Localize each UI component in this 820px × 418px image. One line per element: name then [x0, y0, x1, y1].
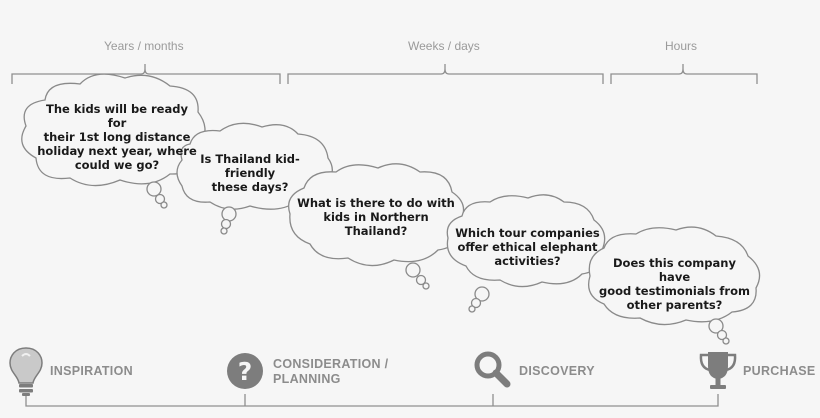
thought-cloud-3 [287, 163, 465, 290]
thought-text-1: The kids will be ready for their 1st lon… [37, 102, 197, 172]
hours-bracket [610, 64, 758, 84]
magnifier-icon [474, 351, 511, 388]
trophy-icon [699, 352, 737, 389]
stage-label-purchase: PURCHASE [743, 364, 816, 378]
timeframe-label-hours: Hours [665, 39, 698, 53]
thought-text-2: Is Thailand kid-friendly these days? [200, 152, 300, 194]
thought-text-4: Which tour companies offer ethical eleph… [455, 226, 600, 268]
stage-label-consideration: CONSIDERATION / PLANNING [273, 357, 389, 386]
stage-label-inspiration: INSPIRATION [50, 364, 133, 378]
thought-cloud-5 [587, 226, 761, 345]
question-icon: ? [227, 353, 263, 389]
thought-text-5: Does this company have good testimonials… [599, 256, 750, 312]
lightbulb-icon [9, 347, 43, 396]
weeks-bracket [287, 64, 604, 84]
thought-cloud-1 [21, 73, 206, 209]
thought-text-3: What is there to do with kids in Norther… [297, 196, 455, 238]
timeframe-label-years: Years / months [104, 39, 184, 53]
svg-text:?: ? [238, 357, 253, 386]
stage-label-discovery: DISCOVERY [519, 364, 595, 378]
journey-baseline [25, 394, 719, 407]
thought-cloud-2 [176, 122, 333, 235]
thought-cloud-4 [446, 194, 606, 313]
timeframe-label-weeks: Weeks / days [408, 39, 480, 53]
years-bracket [11, 64, 281, 84]
